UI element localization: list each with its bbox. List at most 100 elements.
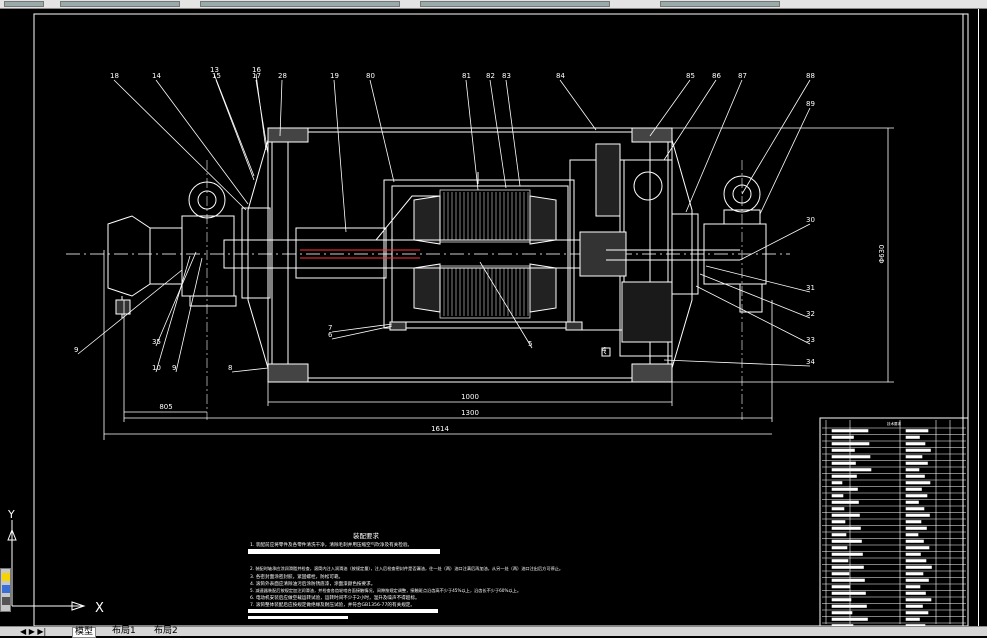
- callout-label: 84: [556, 72, 565, 80]
- callout-label: 81: [462, 72, 471, 80]
- callout-leader: [739, 223, 811, 261]
- motor-housing: [383, 179, 575, 329]
- callout-label: 34: [806, 358, 815, 366]
- left-lifting-eye: [188, 181, 226, 219]
- vertical-scrollbar[interactable]: [978, 9, 987, 626]
- callout-leader: [155, 79, 249, 205]
- callout-leader: [279, 79, 283, 137]
- callout-leader: [255, 79, 269, 155]
- callout-leader: [333, 79, 347, 233]
- ucs-x-label: X: [95, 601, 104, 616]
- callout-label: 35: [152, 338, 161, 346]
- toolbar-button-group[interactable]: [660, 1, 780, 7]
- toolbar: [0, 0, 987, 9]
- callout-label: 6: [328, 331, 333, 339]
- notes-line-2: 2. 装配时轴承应涂润滑脂并检查，滚筒内注入润滑油（按规定量），注入后检查密封件…: [250, 565, 563, 572]
- callout-label: 82: [486, 72, 495, 80]
- dim-805: 805: [159, 403, 172, 411]
- properties-icon[interactable]: [2, 585, 10, 593]
- callout-label: 83: [502, 72, 511, 80]
- notes-line-5: 5. 减速器装配后按规定加注润滑油，并检查各齿轮啮合面接触情况，间隙按规定调整，…: [250, 587, 521, 594]
- callout-leader: [663, 359, 811, 367]
- tab-layout1[interactable]: 布局1: [112, 626, 136, 636]
- callout-label: 32: [806, 310, 815, 318]
- callout-leader: [505, 79, 521, 187]
- callout-label: 9: [74, 346, 78, 354]
- callout-leader: [331, 325, 393, 340]
- callout-leader: [155, 255, 191, 373]
- dim-1614: 1614: [431, 425, 449, 433]
- parts-list-table: 技术要求: [819, 417, 969, 628]
- notes-line-7: 7. 滚筒整体装配后应按规定做绝缘及耐压试验，并符合GB1356-77的有关规定…: [250, 601, 415, 608]
- callout-leader: [741, 79, 811, 195]
- callout-label: 88: [806, 72, 815, 80]
- callout-leader: [649, 79, 691, 137]
- callout-label: 80: [366, 72, 375, 80]
- callout-leader: [369, 79, 395, 183]
- callout-leader: [213, 73, 255, 177]
- tool-icon[interactable]: [2, 597, 10, 605]
- layout-tabs: ◀ ▶ ▶| 模型 布局1 布局2: [0, 626, 987, 638]
- ucs-y-label: Y: [7, 508, 15, 521]
- callout-leader: [231, 367, 269, 373]
- callout-label: 13: [210, 66, 219, 74]
- callout-label: 85: [686, 72, 695, 80]
- callout-label: 31: [806, 284, 815, 292]
- assembly-notes: 装配要求 1. 装配前应将零件及各零件清洗干净，清除毛刺并用压缩空气吹净及有关检…: [248, 531, 563, 619]
- callout-label: 14: [152, 72, 161, 80]
- toolbar-button-group[interactable]: [420, 1, 610, 7]
- drawing-frame: [33, 13, 969, 627]
- callout-label: 17: [252, 72, 261, 80]
- callout-label: 10: [152, 364, 161, 372]
- callout-leader: [695, 285, 811, 345]
- callout-leader: [113, 79, 247, 211]
- callout-label: 33: [806, 336, 815, 344]
- callout-label: 16: [252, 66, 261, 74]
- callout-label: 28: [278, 72, 287, 80]
- notes-line-4: 4. 滚筒外表面应清除油污后涂防锈底漆，涂面漆颜色按要求。: [250, 580, 375, 587]
- callout-label: 19: [330, 72, 339, 80]
- callout-leader: [685, 79, 743, 213]
- callout-leader: [603, 351, 607, 355]
- dim-1300: 1300: [461, 409, 479, 417]
- callout-leader: [489, 79, 507, 189]
- toolbar-button-group[interactable]: [200, 1, 400, 7]
- callout-leader: [77, 269, 183, 355]
- dim-1000: 1000: [461, 393, 479, 401]
- layer-icon[interactable]: [2, 573, 10, 581]
- callout-label: 7: [328, 324, 332, 332]
- ucs-icon: [7, 520, 86, 611]
- tab-model[interactable]: 模型: [72, 627, 97, 638]
- notes-line-3: 3. 各密封面涂密封胶，紧固螺栓，防松可靠。: [250, 573, 343, 580]
- callout-label: 8: [228, 364, 232, 372]
- draw-toolbar[interactable]: [0, 568, 11, 612]
- left-motor-terminal-box: [107, 215, 151, 297]
- right-lifting-eye: [723, 175, 761, 213]
- callout-label: 87: [738, 72, 747, 80]
- callout-label: 4: [602, 346, 607, 354]
- callout-leader: [331, 323, 393, 333]
- callout-label: 9: [172, 364, 176, 372]
- callout-leader: [175, 257, 203, 373]
- callout-leader: [705, 265, 811, 293]
- callout-leader: [155, 251, 197, 347]
- tab-layout2[interactable]: 布局2: [154, 626, 178, 636]
- callout-label: 15: [212, 72, 221, 80]
- callout-leader: [699, 273, 811, 319]
- callout-leader: [663, 79, 717, 161]
- callout-leader: [759, 107, 811, 215]
- title-block-heading: 技术要求: [887, 421, 901, 426]
- tab-nav-arrows[interactable]: ◀ ▶ ▶|: [20, 627, 47, 636]
- toolbar-button-group[interactable]: [60, 1, 180, 7]
- toolbar-button-group[interactable]: [4, 1, 44, 7]
- callout-leader: [465, 79, 479, 191]
- dim-vertical: Φ630: [878, 245, 886, 264]
- callout-label: 86: [712, 72, 721, 80]
- callout-label: 89: [806, 100, 815, 108]
- notes-line-6: 6. 电动机安装后应做空载运转试验，运转时间不少于2小时，温升及噪声不得超标。: [250, 594, 420, 601]
- callout-leader: [559, 79, 597, 131]
- callout-label: 30: [806, 216, 815, 224]
- callout-leader: [215, 79, 255, 181]
